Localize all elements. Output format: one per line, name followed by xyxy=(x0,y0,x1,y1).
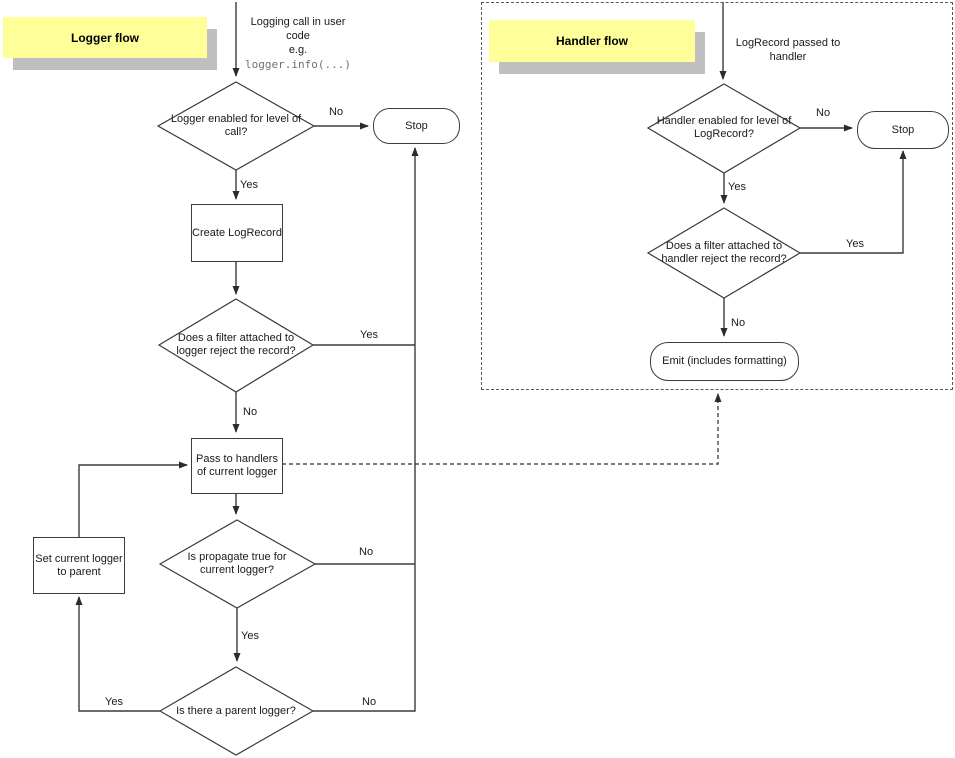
logger-entry-code: logger.info(...) xyxy=(245,58,351,71)
process-set-current-logger: Set current logger to parent xyxy=(33,537,125,594)
edge-label-no-propagate: No xyxy=(359,546,374,558)
decision-handler-enabled-shape xyxy=(646,83,802,174)
handler-stop-terminal: Stop xyxy=(857,111,949,149)
logger-entry-text: Logging call in user code xyxy=(250,16,346,42)
process-create-logrecord: Create LogRecord xyxy=(191,204,283,262)
edge-label-yes-handler-filter: Yes xyxy=(846,238,864,250)
handler-flow-edges xyxy=(719,2,907,337)
decision-handler-filter: Does a filter attached to handler reject… xyxy=(661,240,787,265)
process-pass-to-handlers: Pass to handlers of current logger xyxy=(191,438,283,494)
decision-propagate: Is propagate true for current logger? xyxy=(187,551,287,576)
edge-label-no-logger-filter: No xyxy=(243,406,258,418)
logger-entry-annotation: Logging call in user code e.g. logger.in… xyxy=(238,15,358,72)
edge-label-no-logger-enabled: No xyxy=(329,106,344,118)
edge-label-no-parent: No xyxy=(362,696,377,708)
edge-label-yes-parent: Yes xyxy=(105,696,123,708)
decision-logger-enabled-shape xyxy=(156,81,316,171)
decision-handler-filter-shape xyxy=(646,207,802,299)
edge-label-yes-propagate: Yes xyxy=(241,630,259,642)
handler-flow-title: Handler flow xyxy=(489,20,695,62)
decision-logger-filter-shape xyxy=(157,298,315,393)
edge-label-no-handler-enabled: No xyxy=(816,107,831,119)
decision-propagate-shape xyxy=(158,519,317,609)
logger-flow-title: Logger flow xyxy=(3,17,207,58)
pass-to-handler-dashed-edge xyxy=(282,393,722,465)
edge-label-yes-logger-enabled: Yes xyxy=(240,179,258,191)
decision-logger-enabled: Logger enabled for level of call? xyxy=(170,113,302,138)
edge-label-yes-logger-filter: Yes xyxy=(360,329,378,341)
decision-logger-filter: Does a filter attached to logger reject … xyxy=(176,332,296,357)
decision-parent-logger: Is there a parent logger? xyxy=(176,704,296,717)
decision-handler-enabled: Handler enabled for level of LogRecord? xyxy=(656,115,792,140)
handler-flow-boundary xyxy=(481,2,953,390)
logger-entry-eg: e.g. xyxy=(288,44,308,56)
logger-flow-edges xyxy=(75,2,419,712)
logger-stop-terminal: Stop xyxy=(373,108,460,144)
handler-entry-annotation: LogRecord passed to handler xyxy=(735,37,841,63)
edge-label-no-handler-filter: No xyxy=(731,317,746,329)
emit-terminal: Emit (includes formatting) xyxy=(650,342,799,381)
decision-parent-logger-shape xyxy=(158,666,315,756)
edge-label-yes-handler-enabled: Yes xyxy=(728,181,746,193)
